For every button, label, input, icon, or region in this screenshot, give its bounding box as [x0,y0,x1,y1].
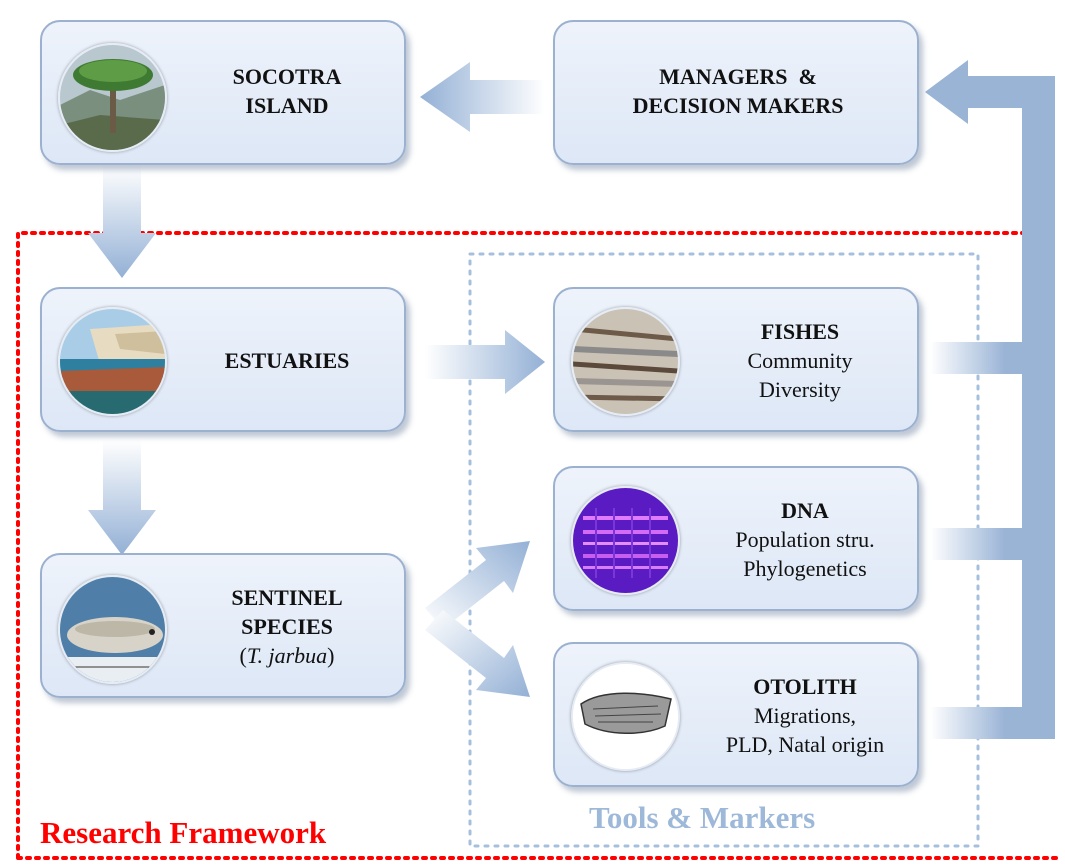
arrow-managers-to-socotra [420,62,545,132]
socotra-title: SOCOTRA ISLAND [192,62,382,120]
sentinel-paren-close: ) [327,643,335,668]
sentinel-title-line2: SPECIES [241,614,333,639]
feedback-vertical-bar [1022,76,1055,739]
fishes-line2: Diversity [759,377,841,402]
sentinel-species-node: SENTINEL SPECIES (T. jarbua) [40,553,406,698]
arrow-socotra-to-estuaries [88,165,156,278]
sentinel-title: SENTINEL SPECIES (T. jarbua) [192,583,382,670]
arrow-sentinel-to-dna [425,541,530,629]
estuaries-title: ESTUARIES [192,346,382,375]
fishes-line1: Community [747,348,853,373]
otolith-photo [571,662,680,771]
fishes-node: FISHES Community Diversity [553,287,919,432]
managers-title: MANAGERS & DECISION MAKERS [565,62,911,120]
dna-gel-photo [571,486,680,595]
fish-market-photo [571,307,680,416]
feedback-top-bar [966,76,1055,108]
feedback-arrowhead [925,60,968,124]
managers-title-line1: MANAGERS & [659,64,817,89]
sentinel-paren-open: ( [239,643,247,668]
sentinel-species-italic: T. jarbua [246,643,328,668]
dna-title: DNA [781,498,829,523]
coast-estuary-photo [58,307,167,416]
dna-node: DNA Population stru. Phylogenetics [553,466,919,611]
sentinel-title-line1: SENTINEL [231,585,343,610]
dna-line1: Population stru. [735,527,875,552]
fishes-text: FISHES Community Diversity [705,317,895,404]
arrow-sentinel-to-otolith [425,610,530,697]
estuaries-node: ESTUARIES [40,287,406,432]
arrow-estuaries-to-sentinel [88,440,156,555]
otolith-line1: Migrations, [753,703,857,728]
fishes-title: FISHES [760,319,840,344]
socotra-title-line2: ISLAND [245,93,329,118]
tools-markers-label: Tools & Markers [585,800,820,836]
research-framework-label: Research Framework [36,815,331,851]
estuaries-title-text: ESTUARIES [224,348,350,373]
socotra-island-node: SOCOTRA ISLAND [40,20,406,165]
research-framework-frame [16,231,1062,860]
sentinel-species-name: (T. jarbua) [240,643,335,668]
otolith-title: OTOLITH [753,674,857,699]
otolith-line2: PLD, Natal origin [725,732,885,757]
managers-node: MANAGERS & DECISION MAKERS [553,20,919,165]
arrow-estuaries-to-fishes [425,330,545,394]
otolith-text: OTOLITH Migrations, PLD, Natal origin [705,672,905,759]
dna-text: DNA Population stru. Phylogenetics [705,496,905,583]
socotra-title-line1: SOCOTRA [232,64,342,89]
dna-line2: Phylogenetics [743,556,867,581]
dragon-tree-photo [58,43,167,152]
managers-title-line2: DECISION MAKERS [632,93,844,118]
otolith-node: OTOLITH Migrations, PLD, Natal origin [553,642,919,787]
fish-specimen-photo [58,575,167,684]
